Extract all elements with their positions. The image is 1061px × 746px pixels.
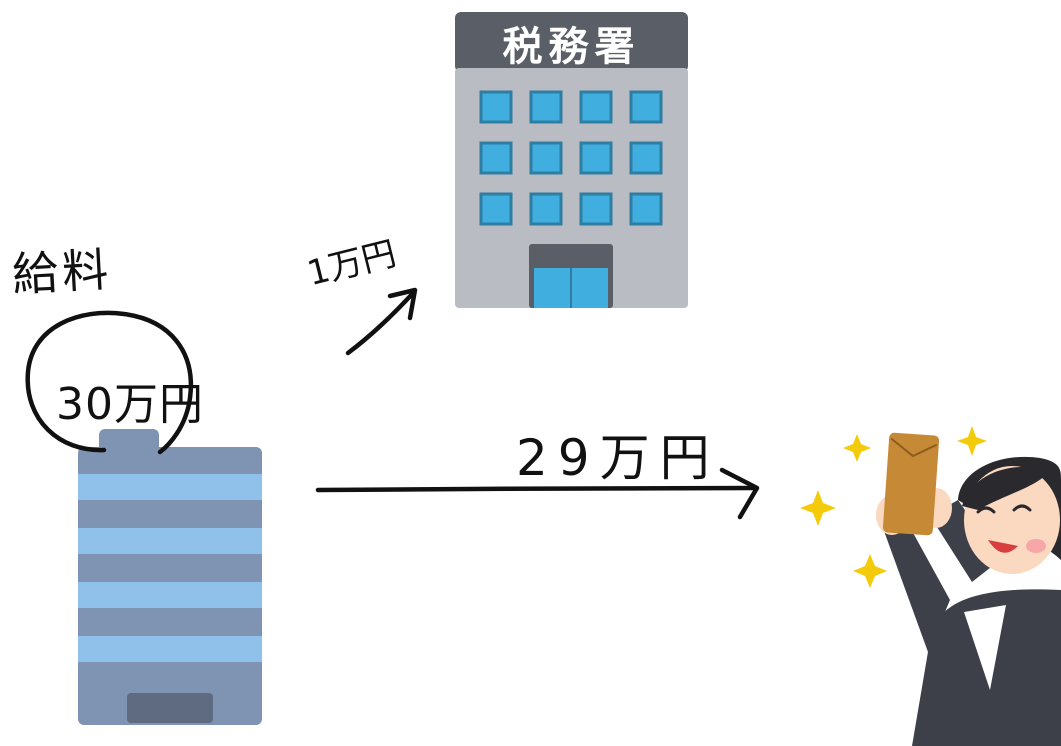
salary-circle — [25, 310, 194, 455]
net-pay-label: 29万円 — [516, 429, 720, 487]
salary-amount-label: 30万円 — [56, 379, 204, 430]
happy-employee-icon — [876, 456, 1061, 746]
tax-office-icon — [455, 12, 688, 308]
sparkle-icon — [800, 426, 987, 588]
net-pay-arrow — [315, 467, 760, 520]
tax-arrow — [345, 287, 418, 356]
company-building-icon — [78, 429, 262, 725]
salary-envelope-icon — [882, 432, 940, 536]
salary-title-label: 給料 — [10, 242, 114, 302]
tax-office-sign-text: 税務署 — [502, 24, 641, 70]
